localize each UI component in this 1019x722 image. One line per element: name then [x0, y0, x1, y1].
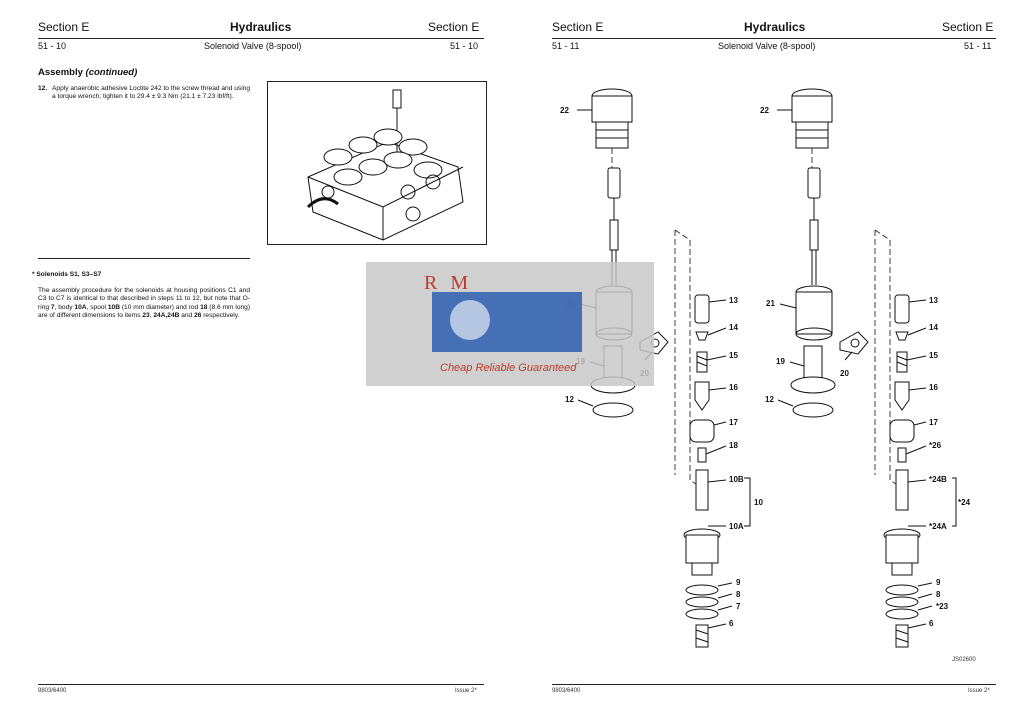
solenoids-heading: * Solenoids S1, S3–S7: [32, 271, 102, 278]
page-subtitle: Solenoid Valve (8-spool): [204, 41, 302, 51]
callout-6: 6: [929, 619, 934, 628]
callout-14: 14: [929, 323, 938, 332]
callout-26: *26: [929, 441, 942, 450]
page-number-left: 51 - 10: [38, 41, 67, 51]
callout-8: 8: [736, 590, 741, 599]
callout-12: 12: [565, 395, 574, 404]
valve-block-drawing: [306, 89, 464, 241]
watermark-tagline: Cheap Reliable Guaranteed: [440, 362, 577, 374]
exploded-views: 22 21 19 12 20 13 14 15 16 17 18 10B 10 …: [560, 88, 971, 648]
footer-rule: [38, 684, 484, 685]
callout-16: 16: [929, 383, 938, 392]
callout-6: 6: [729, 619, 734, 628]
callout-10b: 10B: [729, 475, 744, 484]
callout-19: 19: [776, 357, 785, 366]
callout-7: 7: [736, 602, 741, 611]
callout-22: 22: [560, 106, 569, 115]
solenoids-heading-text: Solenoids S1, S3–S7: [36, 271, 102, 278]
callout-24: *24: [958, 498, 971, 507]
callout-8: 8: [936, 590, 941, 599]
valve-block-figure: [267, 81, 487, 245]
page-number-right: 51 - 10: [450, 41, 479, 51]
callout-22: 22: [760, 106, 769, 115]
header-rule: [38, 38, 484, 39]
step-number: 12.: [38, 85, 48, 92]
exploded-view-b: 22 21 19 12 20 13 14 15 16 17 *26 *24B *…: [760, 88, 971, 648]
footer-rule: [552, 684, 996, 685]
page-subtitle: Solenoid Valve (8-spool): [718, 41, 816, 51]
page-title: Hydraulics: [744, 20, 806, 34]
callout-21: 21: [766, 299, 775, 308]
section-label-right: Section E: [428, 20, 480, 34]
callout-12: 12: [765, 395, 774, 404]
callout-13: 13: [929, 296, 938, 305]
callout-13: 13: [729, 296, 738, 305]
page-number-right: 51 - 11: [964, 41, 992, 51]
footer-issue: Issue 2*: [968, 688, 990, 694]
callout-10: 10: [754, 498, 763, 507]
solenoids-paragraph: The assembly procedure for the solenoids…: [38, 287, 251, 320]
figure-code: JS02600: [952, 657, 976, 663]
section-label-left: Section E: [38, 20, 90, 34]
watermark-logo: R M Cheap Reliable Guaranteed: [366, 262, 654, 386]
callout-17: 17: [729, 418, 738, 427]
exploded-view-a: 22 21 19 12 20 13 14 15 16 17 18 10B 10 …: [560, 88, 763, 648]
callout-9: 9: [736, 578, 741, 587]
assembly-heading: Assembly (continued): [38, 67, 137, 78]
page-title: Hydraulics: [230, 20, 292, 34]
callout-23: *23: [936, 602, 949, 611]
callout-9: 9: [936, 578, 941, 587]
assembly-heading-continued: (continued): [85, 67, 138, 78]
callout-24b: *24B: [929, 475, 947, 484]
page-number-left: 51 - 11: [552, 41, 580, 51]
callout-15: 15: [929, 351, 938, 360]
header-rule: [552, 38, 996, 39]
footer-issue: Issue 2*: [455, 688, 477, 694]
callout-17: 17: [929, 418, 938, 427]
wrench-icon: [450, 300, 490, 340]
step-text: Apply anaerobic adhesive Loctite 242 to …: [52, 85, 250, 101]
section-label-left: Section E: [552, 20, 604, 34]
section-label-right: Section E: [942, 20, 994, 34]
left-page: Section E Hydraulics Section E 51 - 10 S…: [32, 20, 487, 694]
callout-24a: *24A: [929, 522, 947, 531]
assembly-heading-text: Assembly: [38, 67, 86, 78]
callout-20: 20: [840, 369, 849, 378]
watermark-letters: R M: [424, 272, 473, 294]
callout-18: 18: [729, 441, 738, 450]
callout-14: 14: [729, 323, 738, 332]
callout-15: 15: [729, 351, 738, 360]
callout-16: 16: [729, 383, 738, 392]
section-divider: [38, 258, 250, 259]
right-page: Section E Hydraulics Section E 51 - 11 S…: [510, 0, 1019, 722]
footer-doc-number: 9803/6400: [552, 688, 581, 694]
footer-doc-number: 9803/6400: [38, 688, 67, 694]
callout-10a: 10A: [729, 522, 744, 531]
